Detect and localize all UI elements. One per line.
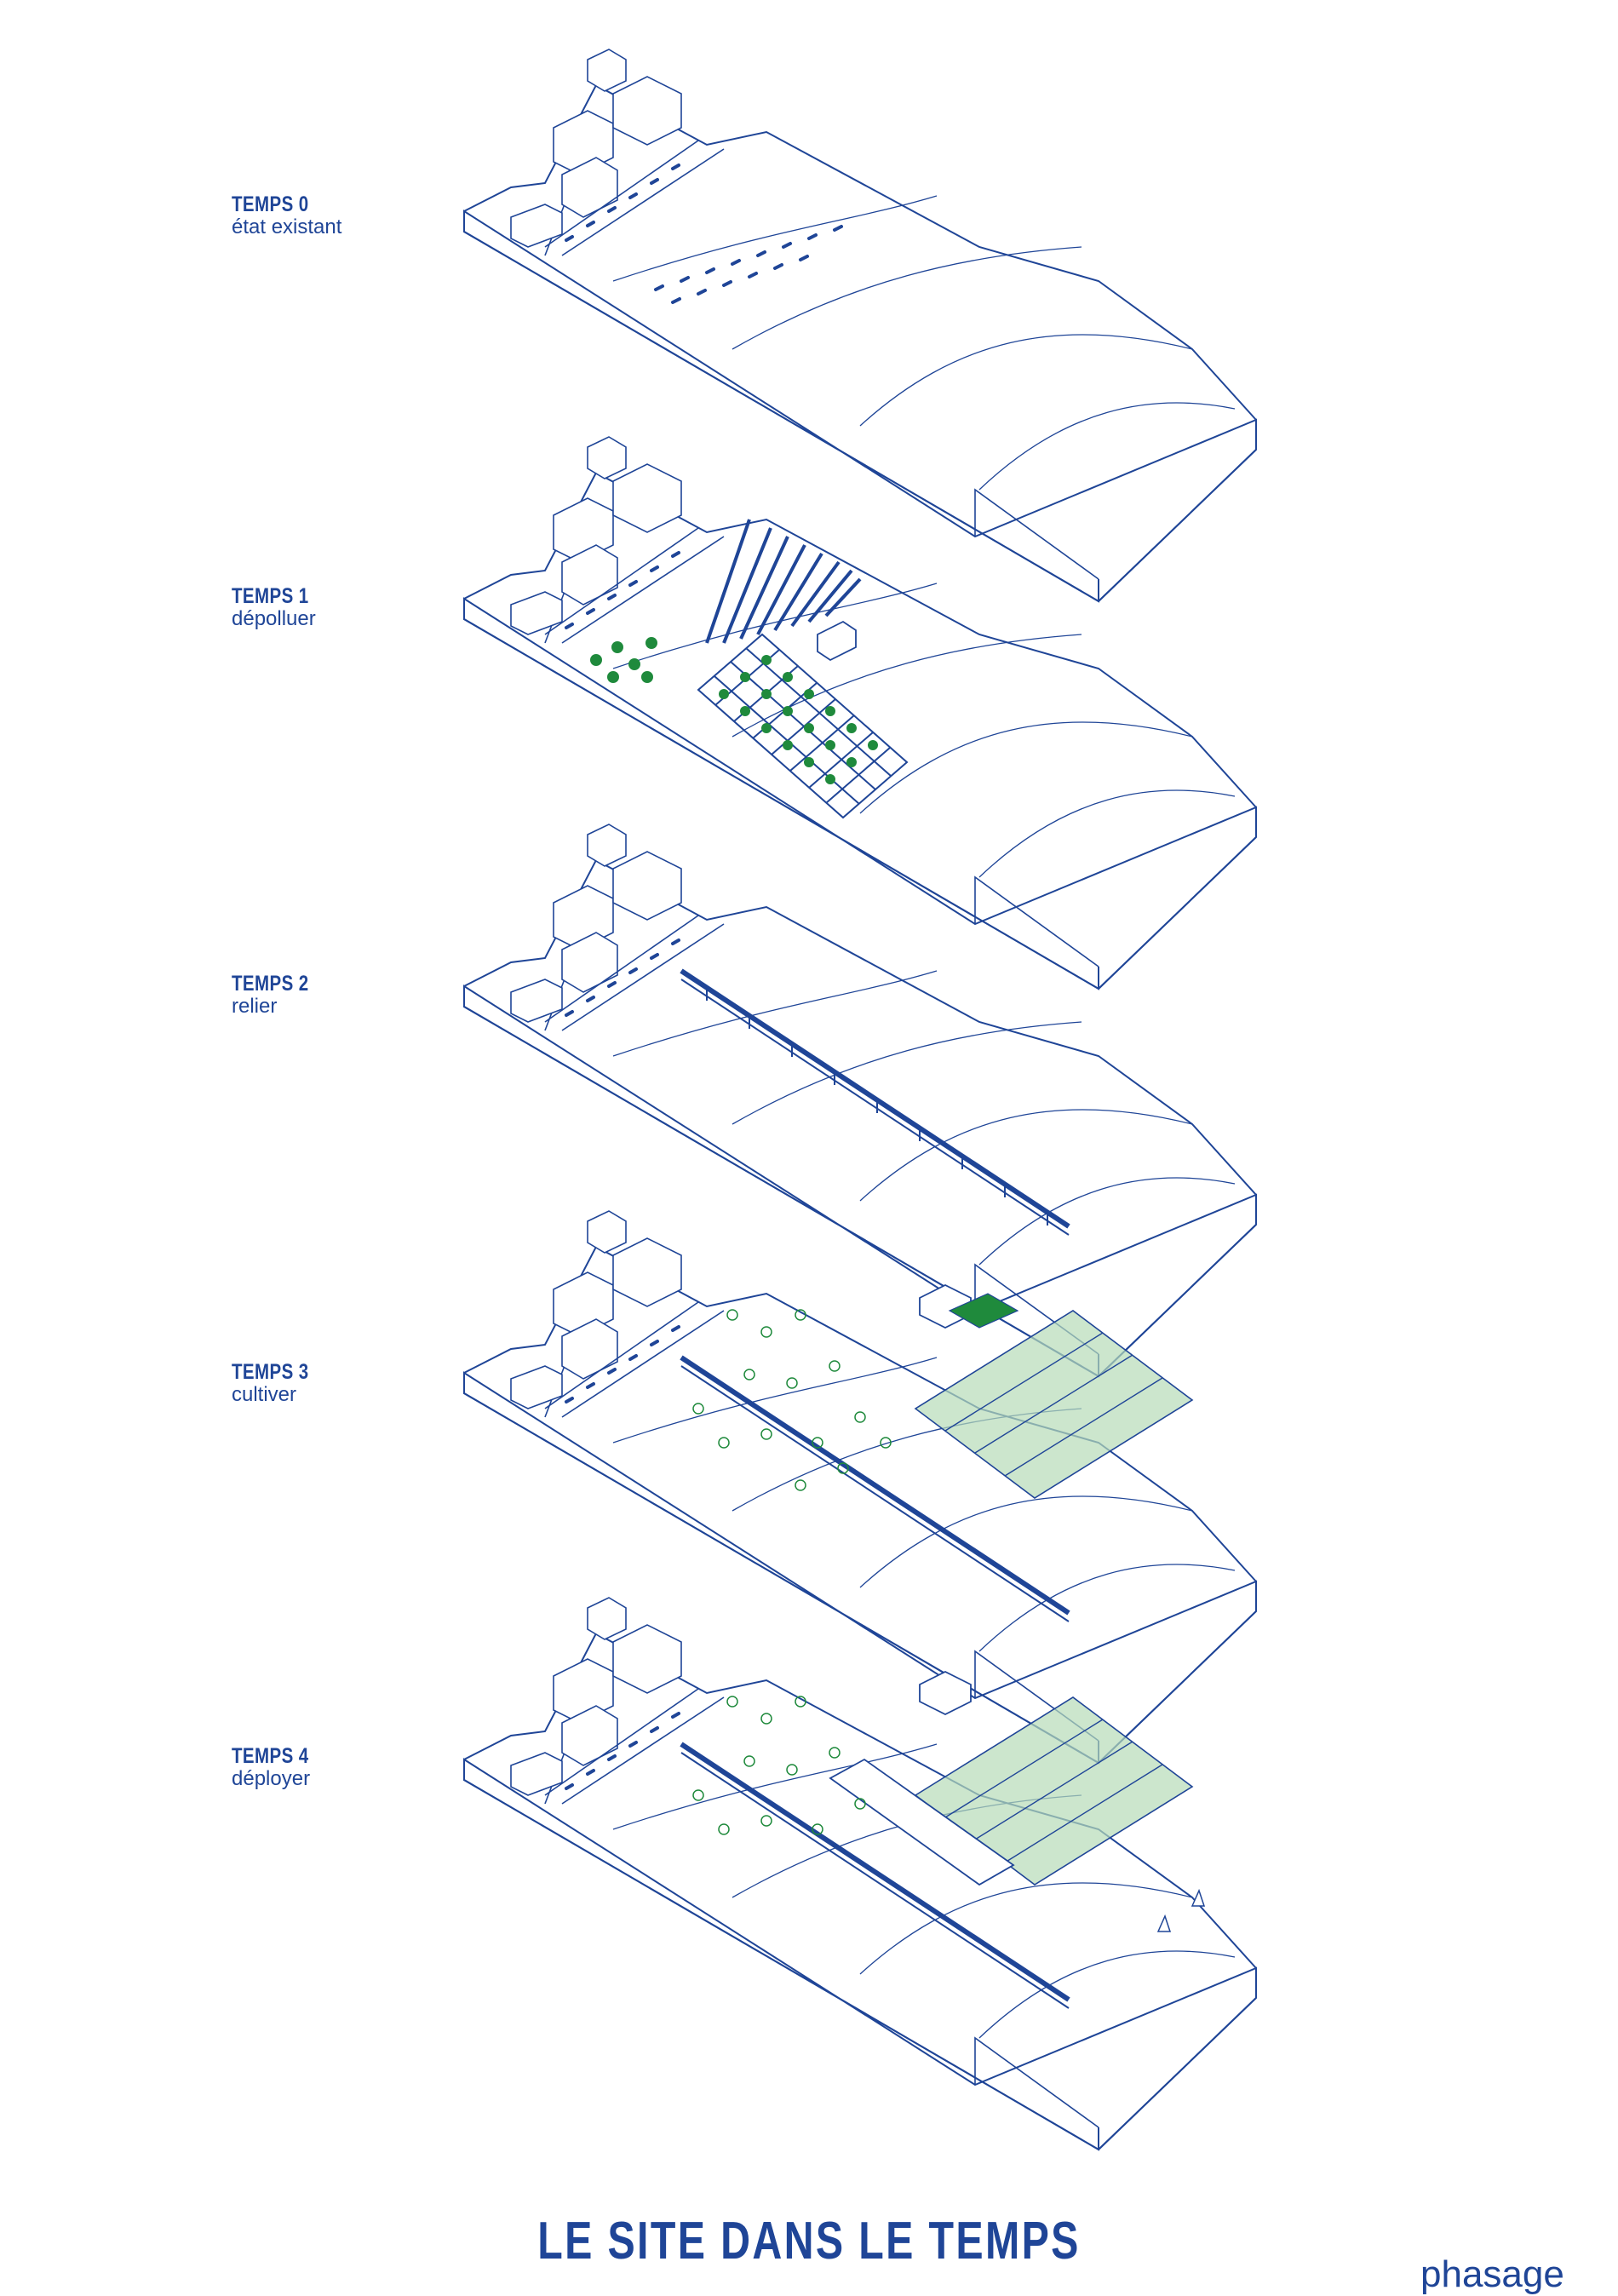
footbridge xyxy=(680,968,1070,1236)
page-title: LE SITE DANS LE TEMPS xyxy=(537,2212,1081,2270)
phase-label-3: TEMPS 3 cultiver xyxy=(232,1360,325,1406)
phase-subtitle: dépolluer xyxy=(232,607,316,630)
site-block-4 xyxy=(463,1597,1257,2150)
phase-subtitle: déployer xyxy=(232,1767,311,1790)
section-tag: phasage xyxy=(1420,2253,1564,2295)
site-block-0 xyxy=(463,49,1257,602)
phase-label-4: TEMPS 4 déployer xyxy=(232,1744,325,1790)
phase-subtitle: cultiver xyxy=(232,1383,297,1406)
phase-title: TEMPS 3 xyxy=(232,1360,309,1384)
phytoremediation-grid xyxy=(697,633,909,819)
site-block-2 xyxy=(463,824,1257,1377)
phase-label-0: TEMPS 0 état existant xyxy=(232,192,341,238)
phase-subtitle: état existant xyxy=(232,215,342,238)
phase-subtitle: relier xyxy=(232,995,278,1018)
site-block-3 xyxy=(463,1210,1257,1764)
phase-label-1: TEMPS 1 dépolluer xyxy=(232,584,325,630)
phase-title: TEMPS 0 xyxy=(232,192,309,216)
site-block-1 xyxy=(463,436,1257,990)
phase-label-2: TEMPS 2 relier xyxy=(232,972,325,1018)
phase-title: TEMPS 4 xyxy=(232,1744,309,1768)
depollution-mound xyxy=(705,519,862,644)
phase-title: TEMPS 1 xyxy=(232,584,309,608)
cultivation-fields xyxy=(914,1310,1194,1499)
phase-title: TEMPS 2 xyxy=(232,972,309,996)
